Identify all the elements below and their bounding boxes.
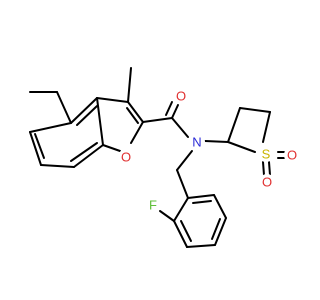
atom-labels: O O N S O O F [118, 88, 300, 213]
bond [96, 97, 104, 146]
sulfonyl-oxygen-right-text: O [287, 148, 297, 163]
ring-oxygen-label: O [118, 149, 134, 165]
amide-nitrogen-text: N [192, 135, 201, 150]
bond [180, 220, 192, 242]
bond [126, 107, 139, 124]
bond [29, 131, 42, 166]
molecule-canvas: O O N S O O F [29, 67, 300, 248]
bond [159, 210, 175, 222]
carbonyl-oxygen-label: O [173, 88, 189, 104]
bond [127, 67, 132, 103]
amide-nitrogen-label: N [189, 134, 205, 150]
sulfonyl-oxygen-top-text: O [262, 175, 272, 190]
bond [102, 144, 121, 152]
bond [173, 197, 189, 222]
bond [171, 117, 189, 138]
bond [142, 117, 173, 123]
bond [186, 244, 216, 248]
bond [96, 97, 129, 103]
bond [211, 218, 221, 240]
ring-oxygen-text: O [121, 150, 131, 165]
fluorine-text: F [149, 198, 157, 213]
bond [127, 101, 144, 123]
bond [239, 107, 271, 113]
bond [227, 141, 256, 153]
bond [214, 217, 227, 246]
bond [173, 220, 188, 248]
bond [165, 101, 173, 116]
bond [40, 164, 75, 168]
bond [213, 194, 227, 219]
bond [56, 91, 72, 124]
bond [187, 194, 215, 199]
bond [176, 169, 189, 199]
bonds [29, 67, 285, 248]
bond [192, 200, 212, 204]
bond [34, 133, 45, 159]
bond [76, 105, 98, 126]
bond [70, 97, 98, 124]
bond [262, 111, 271, 143]
bond [29, 122, 72, 133]
carbonyl-oxygen-text: O [176, 89, 186, 104]
bond [262, 161, 265, 176]
bond [176, 150, 193, 171]
bond [70, 142, 98, 162]
sulfonyl-oxygen-right-label: O [284, 147, 300, 163]
bond [73, 144, 104, 168]
sulfur-text: S [262, 147, 271, 162]
fluorine-label: F [145, 197, 161, 213]
bond [227, 107, 241, 143]
bond [171, 104, 179, 119]
structure-diagram: O O N S O O F [29, 67, 300, 248]
sulfur-label: S [258, 146, 274, 162]
sulfonyl-oxygen-top-label: O [259, 174, 275, 190]
bond [130, 121, 144, 144]
bond [204, 140, 229, 143]
bond [268, 161, 271, 176]
